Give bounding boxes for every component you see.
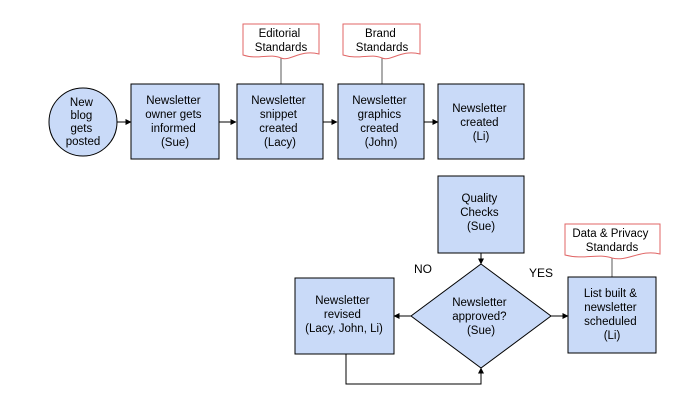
svg-text:Newsletter owner gets: Newsletter owner gets informed (Sue) — [145, 95, 204, 149]
new-blog-line-2: blog — [71, 110, 93, 122]
snippet-line-2: snippet — [260, 109, 298, 121]
approved-line-3: (Sue) — [467, 325, 495, 337]
graphics-line-3: created — [360, 123, 398, 135]
editorial-line-2: Standards — [255, 42, 308, 54]
data-privacy-line-2: Standards — [586, 242, 639, 254]
svg-text:Brand Standards: Brand Standards — [356, 28, 409, 54]
svg-text:Newsletter created: Newsletter created (Li) — [452, 103, 510, 143]
arrow-revised-loop-to-approved — [345, 354, 484, 385]
svg-text:Newsletter approved?: Newsletter approved? (Sue) — [452, 297, 510, 337]
svg-text:Data & Privacy Standards: Data & Privacy Standards — [572, 228, 651, 254]
list-built-line-1: List built & — [584, 288, 637, 300]
graphics-line-1: Newsletter — [352, 95, 406, 107]
svg-text:New blog gets: New blog gets posted — [66, 97, 101, 148]
list-built-line-4: (Li) — [604, 330, 621, 342]
graphics-line-2: graphics — [358, 109, 402, 121]
edge-label-yes: YES — [529, 266, 553, 280]
graphics-line-4: (John) — [365, 137, 398, 149]
created-line-2: created — [460, 117, 498, 129]
quality-line-3: (Sue) — [467, 221, 495, 233]
list-built-line-2: newsletter — [584, 302, 637, 314]
doc-editorial-standards: Editorial Standards — [242, 23, 320, 60]
created-line-3: (Li) — [473, 131, 490, 143]
connectors — [117, 119, 569, 385]
new-blog-line-4: posted — [66, 136, 101, 148]
node-approved-decision: Newsletter approved? (Sue) — [410, 263, 552, 369]
node-snippet-created: Newsletter snippet created (Lacy) — [236, 83, 324, 160]
svg-text:Newsletter graphics: Newsletter graphics created (John) — [352, 95, 410, 149]
quality-line-1: Quality — [462, 193, 498, 205]
node-newsletter-created: Newsletter created (Li) — [437, 83, 525, 160]
doc-data-privacy-standards: Data & Privacy Standards — [564, 223, 661, 260]
revised-line-3: (Lacy, John, Li) — [305, 323, 383, 335]
quality-line-2: Checks — [460, 207, 499, 219]
svg-text:List built & newsletter: List built & newsletter scheduled (Li) — [584, 288, 640, 342]
approved-line-1: Newsletter — [452, 297, 506, 309]
node-newsletter-revised: Newsletter revised (Lacy, John, Li) — [294, 277, 395, 355]
node-quality-checks: Quality Checks (Sue) — [437, 175, 525, 254]
svg-text:Quality Checks (Su: Quality Checks (Sue) — [460, 193, 502, 233]
snippet-line-3: created — [259, 123, 297, 135]
doc-brand-standards: Brand Standards — [342, 23, 421, 60]
new-blog-line-3: gets — [71, 123, 93, 135]
new-blog-line-1: New — [70, 97, 94, 109]
owner-informed-line-4: (Sue) — [161, 137, 189, 149]
node-graphics-created: Newsletter graphics created (John) — [337, 83, 425, 160]
owner-informed-line-1: Newsletter — [146, 95, 200, 107]
revised-line-1: Newsletter — [315, 295, 369, 307]
editorial-line-1: Editorial — [259, 28, 301, 40]
list-built-line-3: scheduled — [584, 316, 636, 328]
node-list-built: List built & newsletter scheduled (Li) — [567, 276, 657, 354]
approved-line-2: approved? — [452, 311, 506, 323]
svg-text:Newsletter snippet: Newsletter snippet created (Lacy) — [251, 95, 309, 149]
svg-text:Newsletter revised: Newsletter revised (Lacy, John, Li) — [305, 295, 383, 335]
brand-line-2: Standards — [356, 42, 409, 54]
data-privacy-line-1: Data & Privacy — [572, 228, 648, 240]
node-new-blog: New blog gets posted — [48, 87, 118, 157]
edge-label-no: NO — [414, 262, 432, 276]
svg-text:Editorial Standards: Editorial Standards — [255, 28, 308, 54]
created-line-1: Newsletter — [452, 103, 506, 115]
owner-informed-line-2: owner gets — [145, 109, 202, 121]
revised-line-2: revised — [324, 309, 361, 321]
node-owner-informed: Newsletter owner gets informed (Sue) — [130, 83, 220, 160]
snippet-line-4: (Lacy) — [264, 137, 296, 149]
brand-line-1: Brand — [365, 28, 396, 40]
owner-informed-line-3: informed — [151, 123, 196, 135]
snippet-line-1: Newsletter — [251, 95, 305, 107]
